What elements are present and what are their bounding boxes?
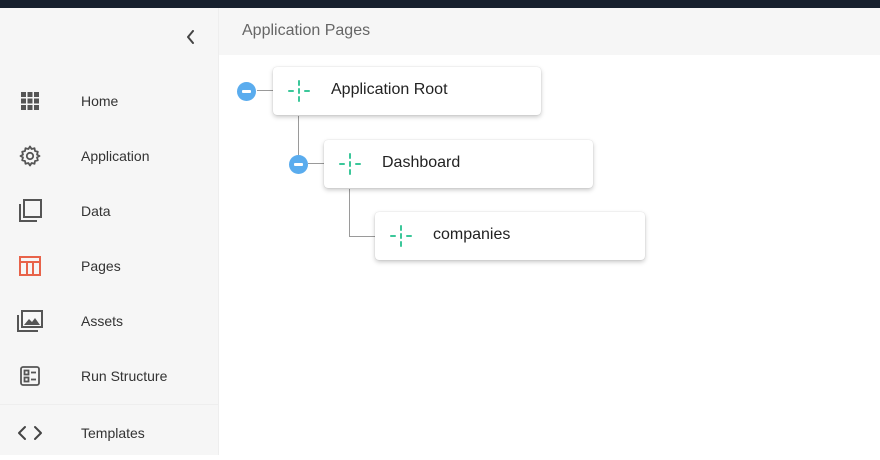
page-node-icon	[288, 80, 310, 102]
top-bar	[0, 0, 880, 8]
tree-connector	[349, 236, 375, 237]
tree-connector	[298, 116, 299, 163]
collapse-node-button[interactable]	[237, 82, 256, 101]
gear-icon	[16, 142, 44, 170]
page-node-icon	[339, 153, 361, 175]
sidebar-item-templates[interactable]: Templates	[0, 405, 219, 460]
structure-icon	[16, 362, 44, 390]
page-title: Application Pages	[242, 22, 371, 39]
grid-icon	[16, 87, 44, 115]
table-layout-icon	[16, 252, 44, 280]
tree-node-dashboard[interactable]: Dashboard	[324, 140, 593, 188]
tree-node-application-root[interactable]: Application Root	[273, 67, 541, 115]
tree-connector	[308, 163, 324, 164]
stack-icon	[16, 197, 44, 225]
sidebar-item-home[interactable]: Home	[0, 73, 219, 128]
page-node-icon	[390, 225, 412, 247]
tree-connector	[349, 189, 350, 236]
tree-node-label: companies	[433, 226, 511, 243]
sidebar-item-application[interactable]: Application	[0, 128, 219, 183]
collapse-sidebar-button[interactable]	[180, 26, 202, 48]
chevron-left-icon	[187, 30, 194, 44]
collapse-node-button[interactable]	[289, 155, 308, 174]
sidebar-item-pages[interactable]: Pages	[0, 238, 219, 293]
sidebar-item-assets[interactable]: Assets	[0, 293, 219, 348]
sidebar-item-label: Assets	[81, 312, 124, 329]
image-gallery-icon	[16, 307, 44, 335]
tree-node-label: Dashboard	[382, 154, 461, 171]
main-content: Application Pages Application Root	[219, 8, 880, 455]
tree-node-label: Application Root	[331, 81, 448, 98]
sidebar-item-label: Home	[81, 92, 119, 109]
tree-node-companies[interactable]: companies	[375, 212, 645, 260]
sidebar-item-data[interactable]: Data	[0, 183, 219, 238]
sidebar-divider	[0, 404, 219, 405]
code-brackets-icon	[16, 419, 44, 447]
tree-connector	[257, 90, 273, 91]
sidebar-item-run-structure[interactable]: Run Structure	[0, 348, 219, 403]
sidebar-item-label: Data	[81, 202, 111, 219]
sidebar-item-label: Application	[81, 147, 150, 164]
sidebar-item-label: Run Structure	[81, 367, 168, 384]
sidebar-item-label: Pages	[81, 257, 121, 274]
sidebar-item-label: Templates	[81, 424, 145, 441]
sidebar: Home Application Data	[0, 8, 219, 455]
page-header: Application Pages	[219, 8, 880, 55]
